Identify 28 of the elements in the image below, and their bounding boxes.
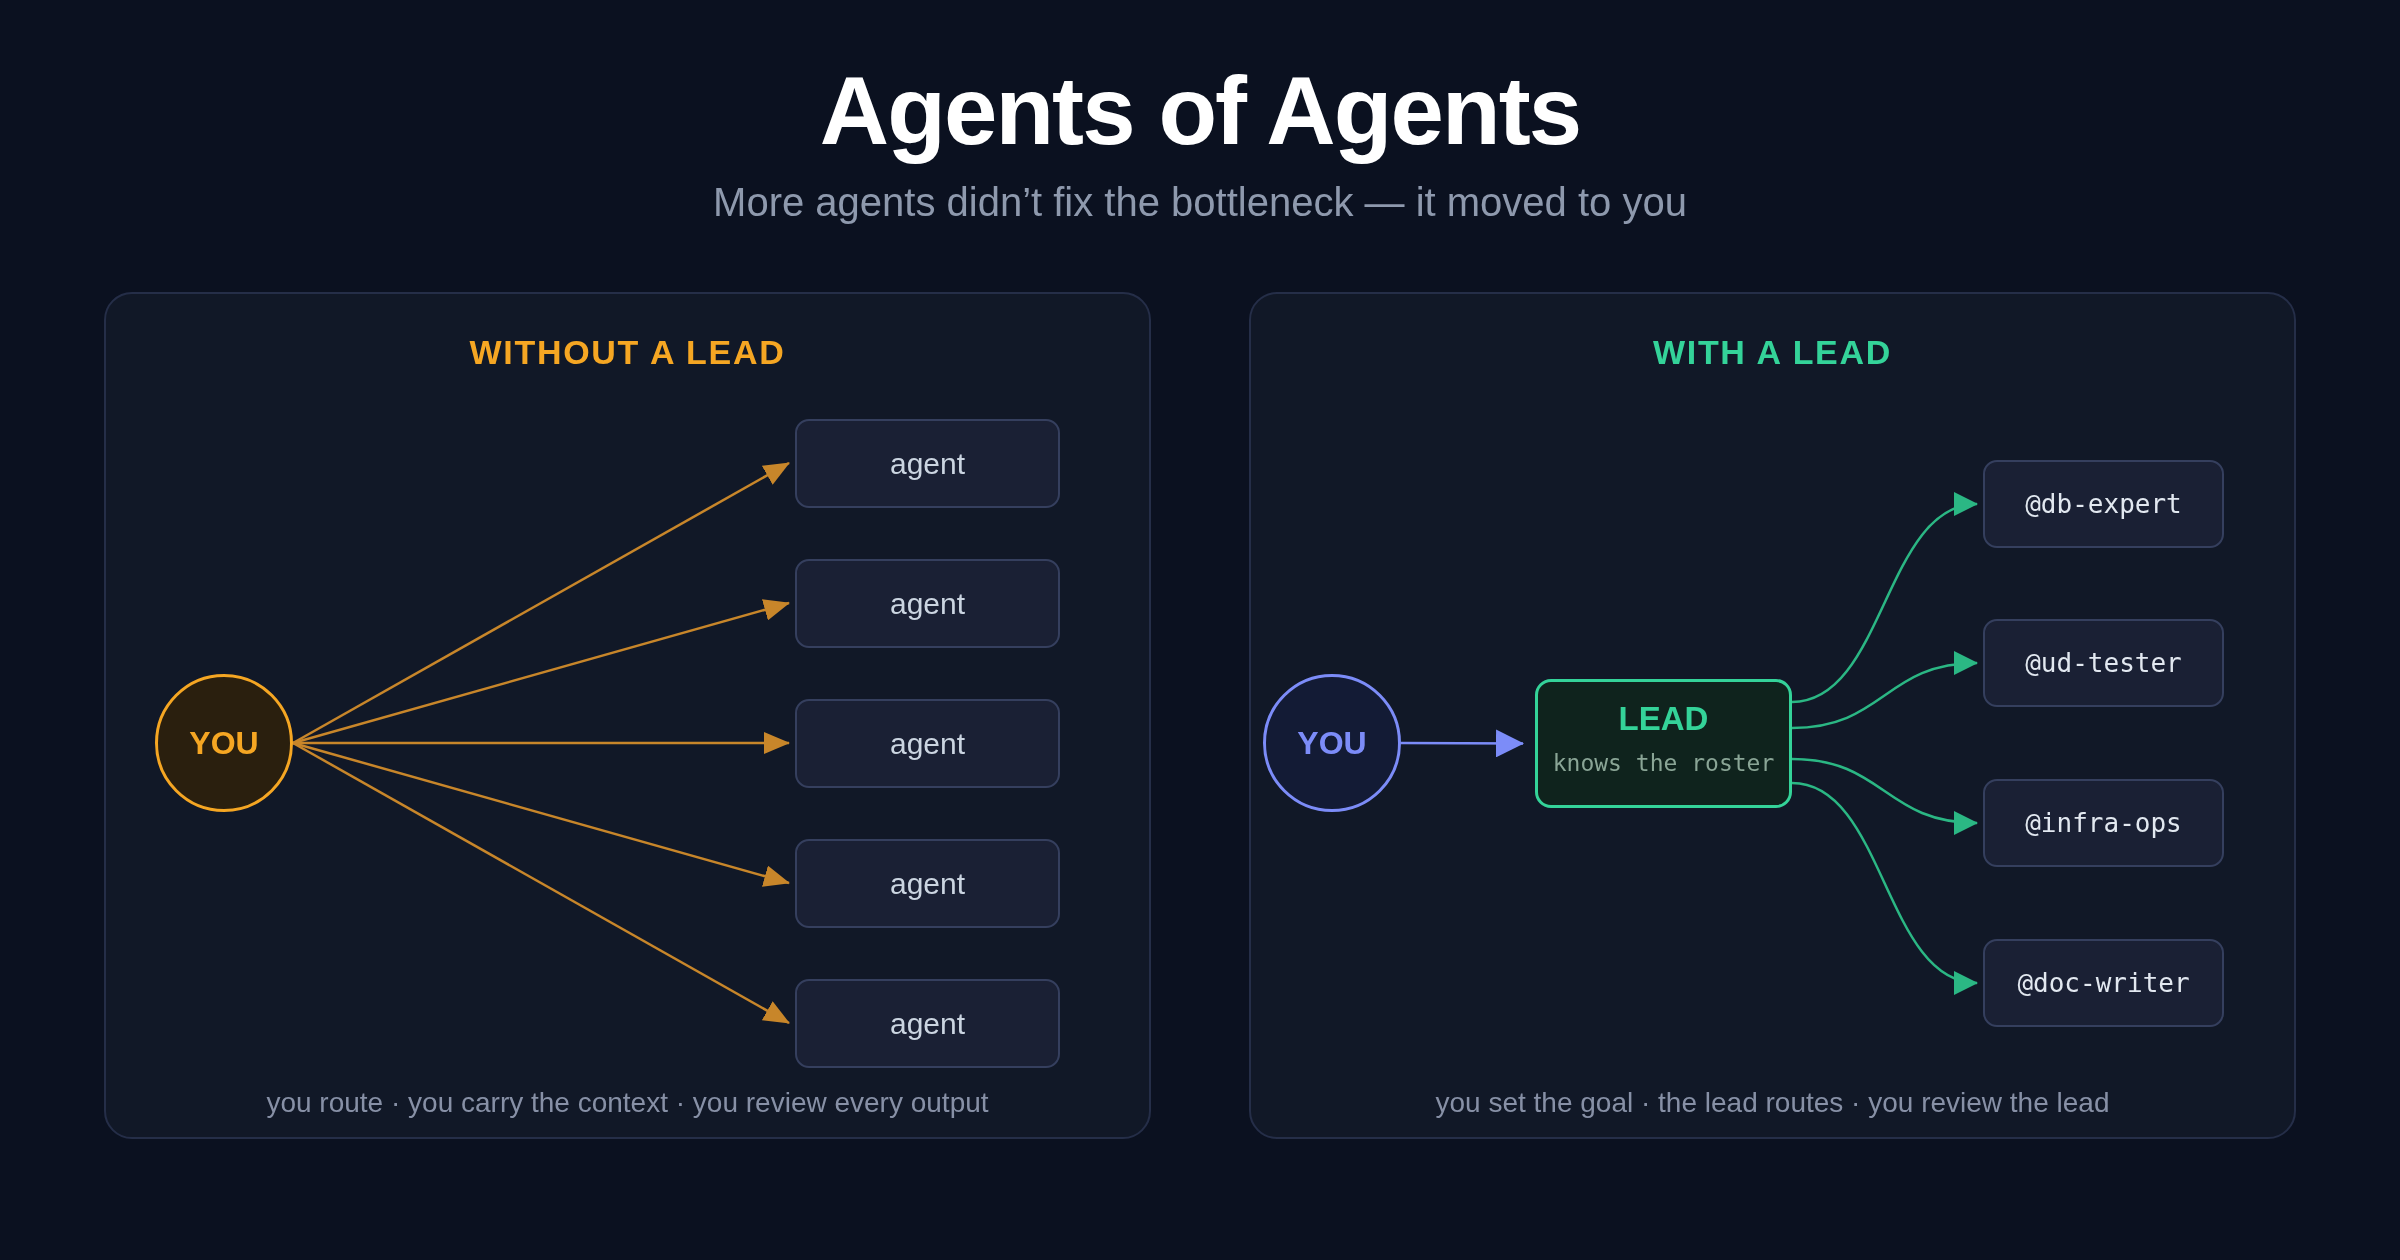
agent-card: @ud-tester <box>1983 619 2224 707</box>
agent-card: agent <box>795 698 1060 788</box>
agent-card: agent <box>795 558 1060 648</box>
panel <box>1249 292 2296 1139</box>
panel-caption: you set the goal · the lead routes · you review the lead <box>1435 1086 2110 1120</box>
panel-heading: WITH A LEAD <box>1652 332 1892 373</box>
agent-card: @db-expert <box>1983 460 2224 548</box>
panel-heading: WITHOUT A LEAD <box>469 332 786 373</box>
you-node: YOU <box>1263 674 1401 812</box>
panel-caption: you route · you carry the context · you review every output <box>266 1086 989 1120</box>
lead-title: LEAD <box>1618 699 1709 739</box>
panel <box>104 292 1151 1139</box>
arrow <box>292 599 790 745</box>
arrow <box>292 461 790 745</box>
arrow <box>293 732 790 754</box>
title: Agents of Agents <box>819 56 1581 166</box>
agent-card: @infra-ops <box>1983 779 2224 867</box>
subtitle: More agents didn’t fix the bottleneck — it moved to you <box>713 179 1687 226</box>
agent-card: agent <box>795 418 1060 508</box>
agent-card: @doc-writer <box>1983 939 2224 1027</box>
you-node: YOU <box>155 674 293 812</box>
arrow <box>292 741 790 887</box>
arrow <box>1401 729 1524 758</box>
agent-card: agent <box>795 838 1060 928</box>
arrow <box>292 741 790 1025</box>
lead-card <box>1535 679 1792 808</box>
agent-card: agent <box>795 978 1060 1068</box>
lead-subtitle: knows the roster <box>1552 750 1775 778</box>
